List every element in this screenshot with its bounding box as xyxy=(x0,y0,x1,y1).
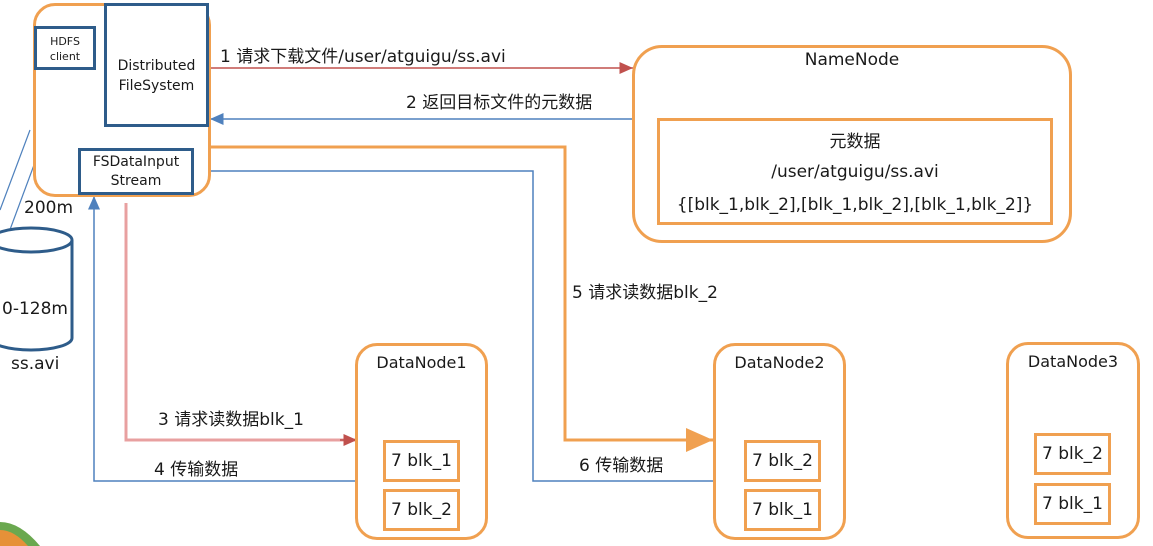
namenode-container xyxy=(632,45,1072,243)
datanode1-block-1: 7 blk_1 xyxy=(383,440,460,482)
step5-label: 5 请求读数据blk_2 xyxy=(572,283,718,303)
file-name-label: ss.avi xyxy=(11,354,60,374)
datanode3-block-1: 7 blk_2 xyxy=(1034,433,1111,475)
hdfs-client-label: HDFS client xyxy=(49,35,81,63)
arrow-step3 xyxy=(124,203,355,442)
file-range-label: 0-128m xyxy=(2,299,68,319)
metadata-box xyxy=(657,118,1053,225)
datanode1-block-2: 7 blk_2 xyxy=(383,489,460,531)
step1-label: 1 请求下载文件/user/atguigu/ss.avi xyxy=(220,47,506,67)
cylinder-link-line xyxy=(0,129,31,211)
distributed-filesystem-label: Distributed FileSystem xyxy=(117,58,196,94)
step6-label: 6 传输数据 xyxy=(579,456,664,476)
step2-label: 2 返回目标文件的元数据 xyxy=(406,93,593,113)
fsdatainputstream-box: FSDataInput Stream xyxy=(78,148,194,195)
datanode3-block-2: 7 blk_1 xyxy=(1034,483,1111,525)
datanode3-title: DataNode3 xyxy=(1027,352,1119,371)
metadata-path: /user/atguigu/ss.avi xyxy=(771,162,939,182)
arrow-step5 xyxy=(209,145,713,452)
step4-label: 4 传输数据 xyxy=(154,460,239,480)
datanode1-title: DataNode1 xyxy=(376,353,467,372)
namenode-title: NameNode xyxy=(804,50,900,70)
file-size-label: 200m xyxy=(24,198,74,218)
datanode2-block-1: 7 blk_2 xyxy=(744,440,821,482)
distributed-filesystem-box: Distributed FileSystem xyxy=(104,3,209,127)
metadata-blocks: {[blk_1,blk_2],[blk_1,blk_2],[blk_1,blk_… xyxy=(676,195,1034,215)
file-cylinder-shape xyxy=(0,226,74,352)
step3-label: 3 请求读数据blk_1 xyxy=(158,410,304,430)
cylinder-link-line xyxy=(7,164,35,236)
metadata-title: 元数据 xyxy=(829,132,881,152)
fsdatainputstream-label: FSDataInput Stream xyxy=(92,154,180,189)
datanode2-title: DataNode2 xyxy=(734,353,825,372)
arrow-step4 xyxy=(88,196,355,482)
arrow-step6 xyxy=(197,165,713,482)
hdfs-client-box: HDFS client xyxy=(34,26,96,70)
datanode2-block-2: 7 blk_1 xyxy=(744,489,821,531)
